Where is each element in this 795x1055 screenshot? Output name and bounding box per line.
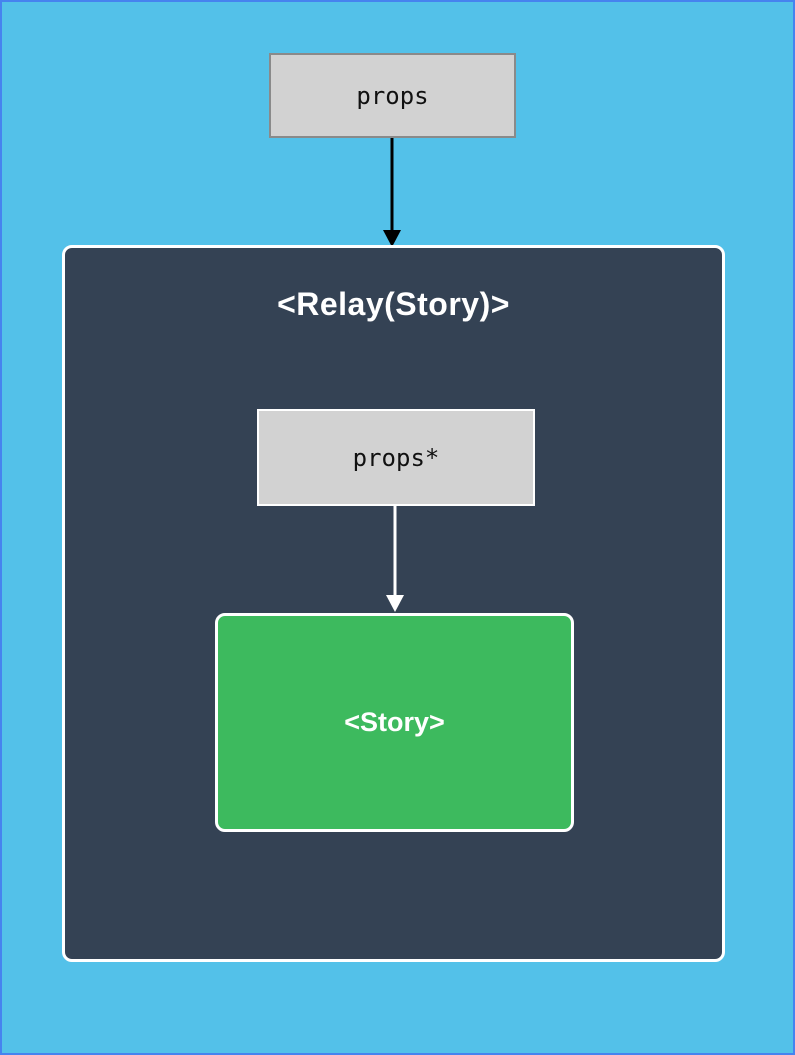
story-node-label: <Story> [344,707,445,737]
props-node: props [269,53,516,138]
props-node-label: props [356,81,429,110]
arrow-down-icon [386,505,404,612]
relay-story-title: <Relay(Story)> [277,286,510,322]
arrow-down-icon [383,138,401,247]
props-star-node: props* [257,409,535,506]
story-node: <Story> [215,613,574,832]
relay-story-container: <Relay(Story)> props* <Story> [62,245,725,962]
props-star-node-label: props* [352,443,440,472]
